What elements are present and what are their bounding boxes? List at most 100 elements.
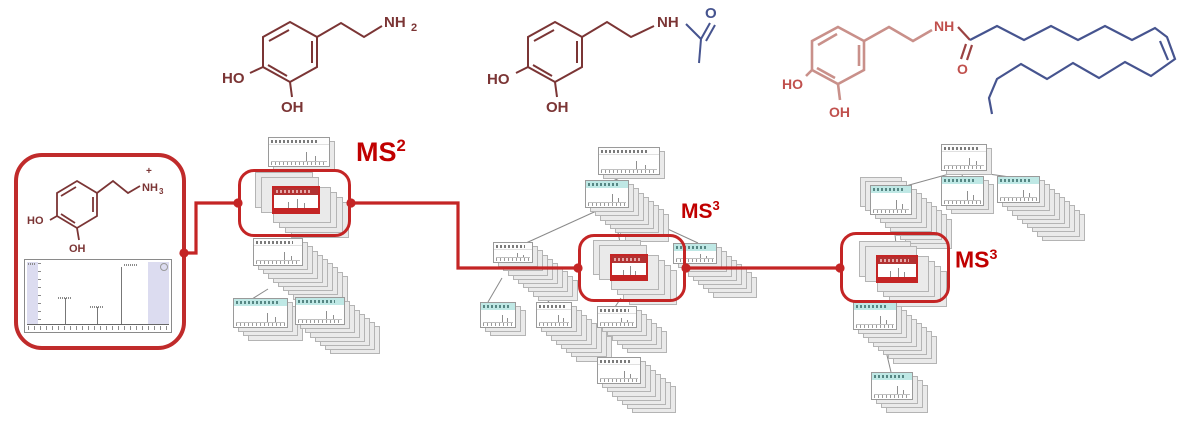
node-title-microtext: [271, 140, 319, 143]
m3-o-label: O: [957, 61, 968, 77]
node-title-microtext: [874, 375, 905, 378]
precursor-ho-label: HO: [27, 215, 44, 227]
node-peak: [621, 317, 623, 322]
node-axis-ticks: [874, 394, 910, 398]
node-title-bar: [234, 299, 287, 306]
spectrum-node-R3: [941, 176, 984, 206]
node-plot-area: [943, 152, 985, 165]
molecule-3-amide: [957, 26, 974, 61]
node-red-footer: [878, 277, 916, 281]
node-axis-ticks: [873, 209, 909, 213]
node-axis-ticks: [856, 324, 894, 328]
node-title-bar: [612, 256, 646, 263]
molecule-3-chain: [969, 24, 1177, 115]
m2-oh-label: OH: [546, 99, 569, 116]
precursor-amine-label: NH: [142, 182, 158, 194]
node-title-microtext: [873, 188, 904, 191]
node-title-bar: [586, 181, 628, 188]
m2-o-label: O: [705, 5, 717, 22]
molecule-2-acetyl: [685, 22, 716, 64]
node-axis-ticks: [600, 378, 638, 382]
node-plot-area: [873, 380, 911, 394]
node-title-bar: [878, 257, 916, 264]
spectrum-node-L1: [268, 137, 330, 167]
peak-annotation: [124, 264, 138, 266]
node-peak: [296, 198, 298, 208]
node-peak: [645, 164, 647, 169]
spectrum-node-RB: [876, 255, 918, 283]
spectrum-node-L5: [295, 297, 345, 325]
node-title-bar: [599, 148, 659, 155]
node-axis-ticks: [483, 322, 513, 326]
node-peak: [635, 161, 637, 169]
m2-nh-label: NH: [657, 14, 679, 31]
node-title-bar: [494, 243, 532, 250]
node-plot-area: [297, 305, 343, 319]
node-peak: [523, 254, 525, 257]
node-title-microtext: [298, 300, 336, 303]
node-title-microtext: [944, 179, 976, 182]
node-title-bar: [872, 373, 912, 380]
node-title-microtext: [600, 360, 633, 363]
node-peak: [889, 271, 891, 277]
node-title-bar: [942, 145, 986, 152]
node-title-bar: [598, 307, 636, 314]
node-plot-area: [613, 263, 645, 275]
ms-highlight-box-1: [238, 169, 351, 237]
peak-annotation: [90, 306, 103, 308]
spectrum-shaded-band-right: [148, 262, 169, 324]
node-title-bar: [598, 358, 640, 365]
node-peak: [897, 267, 899, 277]
node-peak: [904, 272, 906, 277]
node-plot-area: [879, 264, 915, 277]
precursor-amine-sub: 3: [159, 187, 164, 196]
node-title-microtext: [236, 301, 278, 304]
node-peak: [902, 389, 904, 394]
tree-edge: [487, 277, 503, 303]
node-peak: [973, 195, 975, 200]
node-title-microtext: [256, 241, 294, 244]
node-peak: [627, 319, 629, 322]
node-peak: [266, 313, 268, 322]
node-title-microtext: [880, 259, 909, 262]
precursor-molecule: [49, 179, 141, 241]
tree-edge: [251, 288, 269, 300]
node-axis-ticks: [496, 257, 530, 261]
red-link-path: [351, 201, 578, 270]
node-axis-ticks: [271, 161, 327, 165]
node-axis-ticks: [236, 322, 285, 326]
node-title-bar: [871, 186, 911, 193]
node-plot-area: [482, 310, 514, 322]
node-red-footer: [612, 275, 646, 279]
node-peak: [622, 269, 624, 275]
m1-ho-label: HO: [222, 70, 245, 87]
node-axis-ticks: [676, 258, 714, 262]
node-title-bar: [269, 138, 329, 145]
node-plot-area: [599, 314, 635, 322]
m2-ho-label: HO: [487, 71, 510, 88]
node-title-microtext: [483, 305, 509, 308]
node-peak: [618, 197, 620, 202]
node-title-microtext: [539, 305, 565, 308]
molecule-2: [515, 20, 655, 98]
node-peak: [901, 204, 903, 209]
spectrum-node-L3: [253, 238, 303, 266]
spectrum-node-M8: [597, 357, 641, 384]
node-title-bar: [998, 177, 1039, 184]
axis-scale-annotation: [28, 263, 36, 265]
node-peak: [304, 203, 306, 208]
node-peak: [283, 252, 285, 260]
m3-ho-label: HO: [782, 76, 803, 92]
node-title-microtext: [588, 183, 621, 186]
red-link-node-dot: [179, 248, 189, 258]
node-plot-area: [999, 184, 1038, 197]
node-axis-ticks: [944, 200, 981, 204]
precursor-oh-label: OH: [69, 243, 86, 255]
m3-nh-label: NH: [934, 18, 954, 34]
node-red-footer: [274, 208, 318, 212]
node-title-bar: [296, 298, 344, 305]
node-title-microtext: [944, 147, 978, 150]
spectrum-node-R6: [871, 372, 913, 400]
